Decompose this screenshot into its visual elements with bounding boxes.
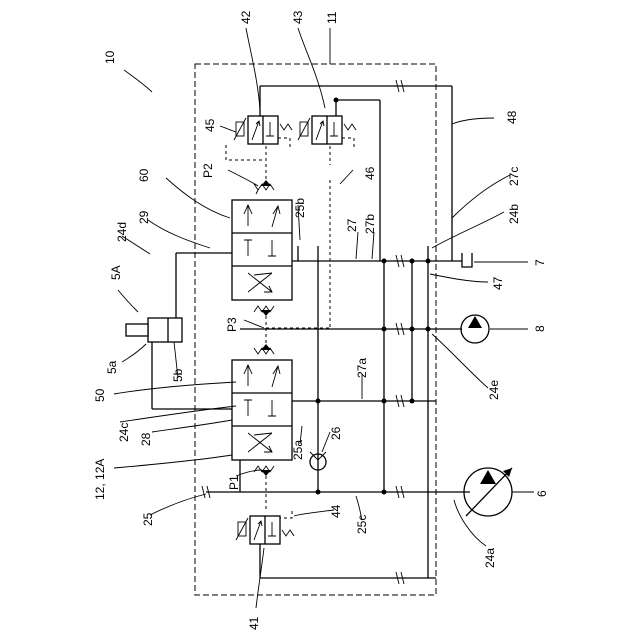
label-27a: 27a xyxy=(355,358,369,378)
pump-8 xyxy=(461,315,489,343)
solenoid-valve-43 xyxy=(298,116,356,148)
label-12-12A: 12, 12A xyxy=(93,459,107,500)
label-5A: 5A xyxy=(109,265,123,280)
label-48: 48 xyxy=(505,110,519,124)
control-valve-60 xyxy=(232,180,292,316)
label-29: 29 xyxy=(137,210,151,224)
label-28: 28 xyxy=(139,432,153,446)
label-26: 26 xyxy=(329,426,343,440)
label-27: 27 xyxy=(345,218,359,232)
label-25b: 25b xyxy=(293,198,307,218)
label-5b: 5b xyxy=(171,368,185,382)
label-P1: P1 xyxy=(227,475,241,490)
tank-7 xyxy=(462,253,472,267)
label-50: 50 xyxy=(93,388,107,402)
label-47: 47 xyxy=(491,276,505,290)
solenoid-valve-41 xyxy=(236,516,294,544)
variable-pump-6 xyxy=(464,468,512,516)
label-24a: 24a xyxy=(483,548,497,568)
label-44: 44 xyxy=(329,504,343,518)
label-25: 25 xyxy=(141,512,155,526)
label-25c: 25c xyxy=(355,515,369,534)
label-24d: 24d xyxy=(115,222,129,242)
label-24c: 24c xyxy=(117,423,131,442)
label-46: 46 xyxy=(363,166,377,180)
label-5a: 5a xyxy=(105,360,119,374)
solenoid-valve-42 xyxy=(234,116,292,148)
label-60: 60 xyxy=(137,168,151,182)
label-43: 43 xyxy=(291,10,305,24)
label-7: 7 xyxy=(533,259,547,266)
label-P3: P3 xyxy=(225,317,239,332)
label-42: 42 xyxy=(239,10,253,24)
label-41: 41 xyxy=(247,616,261,630)
label-27c: 27c xyxy=(507,167,521,186)
trunk-lines xyxy=(206,86,470,578)
label-P2: P2 xyxy=(201,163,215,178)
label-25a: 25a xyxy=(291,440,305,460)
label-10: 10 xyxy=(103,50,117,64)
label-27b: 27b xyxy=(363,214,377,234)
label-6: 6 xyxy=(535,490,549,497)
label-45: 45 xyxy=(203,118,217,132)
label-24e: 24e xyxy=(487,380,501,400)
label-8: 8 xyxy=(533,325,547,332)
label-24b: 24b xyxy=(507,204,521,224)
label-11: 11 xyxy=(325,11,339,24)
control-valve-50 xyxy=(232,344,292,476)
vertical-lines xyxy=(240,86,452,578)
